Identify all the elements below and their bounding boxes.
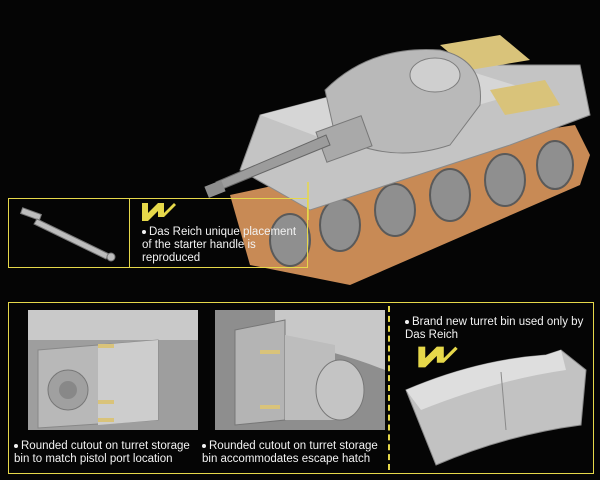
turret-bin-caption: Brand new turret bin used only by Das Re… <box>405 316 584 341</box>
das-reich-rune-icon-2 <box>418 346 458 368</box>
detail-panel <box>8 302 594 474</box>
turret-bin-image <box>405 349 587 466</box>
detail-escape-hatch-image <box>215 310 385 430</box>
commander-cupola <box>409 57 461 93</box>
starter-handle-image <box>19 207 116 262</box>
road-wheels <box>269 140 574 267</box>
main-gun <box>215 134 331 191</box>
das-reich-rune-icon <box>142 203 176 221</box>
starter-handle-callout <box>8 198 130 268</box>
starter-handle-caption: Das Reich unique placement of the starte… <box>142 226 297 264</box>
panel-divider <box>388 306 390 470</box>
tank-illustration <box>204 35 591 285</box>
pistol-port-caption: Rounded cutout on turret storage bin to … <box>14 440 190 465</box>
escape-hatch-caption: Rounded cutout on turret storage bin acc… <box>202 440 378 465</box>
detail-pistol-port-image <box>28 310 198 430</box>
starter-handle-text-frame <box>130 198 308 268</box>
